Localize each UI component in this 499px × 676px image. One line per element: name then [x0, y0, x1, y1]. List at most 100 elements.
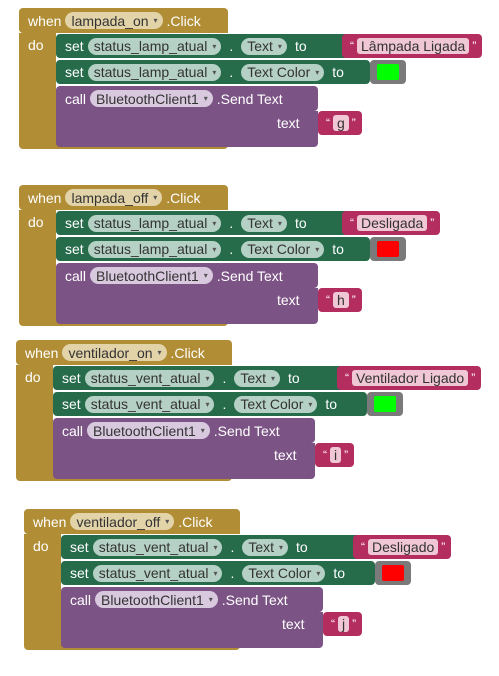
close-quote: ”	[430, 216, 435, 230]
color-block[interactable]	[375, 561, 411, 585]
set-keyword: set	[62, 370, 81, 386]
send-string-block[interactable]: “j”	[323, 612, 363, 636]
close-quote: ”	[472, 39, 477, 53]
text-param-label: text	[277, 115, 300, 131]
client-component-dropdown[interactable]: BluetoothClient1▾	[95, 591, 218, 608]
chevron-down-icon: ▾	[153, 193, 158, 202]
chevron-down-icon: ▾	[271, 373, 276, 383]
color-swatch[interactable]	[377, 64, 399, 80]
event-component-dropdown[interactable]: ventilador_off▾	[70, 513, 175, 530]
property-text-dropdown[interactable]: Text▾	[241, 214, 287, 232]
status-component-dropdown-label: status_vent_atual	[90, 396, 201, 412]
send-text-method: .Send Text	[213, 422, 280, 439]
text-value[interactable]: Desligada	[357, 215, 428, 231]
send-value[interactable]: g	[333, 115, 349, 131]
text-string-block[interactable]: “Lâmpada Ligada”	[342, 34, 483, 58]
property-text-dropdown-label: Text	[247, 215, 273, 231]
send-string-block[interactable]: “g”	[318, 111, 362, 135]
color-block[interactable]	[370, 60, 406, 84]
client-component-dropdown[interactable]: BluetoothClient1▾	[87, 422, 210, 439]
to-keyword: to	[296, 539, 308, 555]
call-keyword: call	[70, 591, 92, 608]
property-color-dropdown[interactable]: Text Color ▾	[242, 564, 326, 582]
chevron-down-icon: ▾	[157, 348, 162, 357]
property-text-dropdown[interactable]: Text▾	[242, 538, 289, 556]
property-text-dropdown[interactable]: Text▾	[241, 37, 287, 55]
property-text-dropdown-label: Text	[240, 370, 267, 386]
text-value[interactable]: Ventilador Ligado	[352, 370, 469, 386]
click-event-label: .Click	[166, 189, 201, 206]
send-value[interactable]: j	[338, 616, 350, 632]
send-string-block[interactable]: “h”	[318, 288, 362, 312]
event-component-dropdown[interactable]: lampada_on▾	[65, 12, 163, 29]
chevron-down-icon: ▾	[316, 568, 321, 578]
color-block[interactable]	[367, 392, 403, 416]
property-color-dropdown[interactable]: Text Color▾	[241, 63, 325, 81]
send-value[interactable]: h	[333, 292, 349, 308]
chevron-down-icon: ▾	[315, 67, 320, 77]
event-component-dropdown-label: lampada_off	[71, 189, 149, 206]
property-color-dropdown-label: Text Color	[240, 396, 304, 412]
chevron-down-icon: ▾	[200, 426, 205, 435]
chevron-down-icon: ▾	[308, 399, 313, 409]
event-component-dropdown[interactable]: ventilador_on ▾	[62, 344, 167, 361]
dot-label: .	[230, 539, 235, 555]
status-component-dropdown[interactable]: status_lamp_atual▾	[87, 240, 222, 258]
text-value[interactable]: Lâmpada Ligada	[357, 38, 470, 54]
text-string-block[interactable]: “Desligada”	[342, 211, 441, 235]
property-text-dropdown[interactable]: Text ▾	[234, 369, 281, 387]
status-component-dropdown[interactable]: status_vent_atual▾	[84, 369, 215, 387]
dot-label: .	[229, 38, 234, 54]
status-component-dropdown[interactable]: status_lamp_atual▾	[87, 214, 222, 232]
status-component-dropdown[interactable]: status_vent_atual▾	[92, 564, 223, 582]
chevron-down-icon: ▾	[212, 218, 217, 228]
call-body	[56, 288, 318, 313]
open-quote: “	[326, 116, 330, 130]
send-text-method: .Send Text	[221, 591, 288, 608]
color-block[interactable]	[370, 237, 406, 261]
status-component-dropdown[interactable]: status_vent_atual▾	[92, 538, 223, 556]
text-string-block[interactable]: “Desligado”	[353, 535, 452, 559]
send-value[interactable]: i	[330, 447, 342, 463]
send-string-block[interactable]: “i”	[315, 443, 355, 467]
client-component-dropdown-label: BluetoothClient1	[96, 90, 199, 107]
client-component-dropdown-label: BluetoothClient1	[101, 591, 204, 608]
text-string-block[interactable]: “Ventilador Ligado”	[337, 366, 482, 390]
text-param-label: text	[277, 292, 300, 308]
close-quote: ”	[352, 617, 357, 631]
open-quote: “	[350, 216, 354, 230]
property-color-dropdown[interactable]: Text Color ▾	[234, 395, 318, 413]
property-color-dropdown-label: Text Color	[248, 565, 312, 581]
event-component-dropdown[interactable]: lampada_off ▾	[65, 189, 163, 206]
do-keyword: do	[28, 214, 44, 230]
color-swatch[interactable]	[382, 565, 404, 581]
client-component-dropdown[interactable]: BluetoothClient1▾	[90, 267, 213, 284]
color-swatch[interactable]	[374, 396, 396, 412]
event-component-dropdown-label: ventilador_on	[68, 344, 153, 361]
do-keyword: do	[28, 37, 44, 53]
to-keyword: to	[332, 64, 344, 80]
status-component-dropdown[interactable]: status_vent_atual▾	[84, 395, 215, 413]
client-component-dropdown[interactable]: BluetoothClient1▾	[90, 90, 213, 107]
status-component-dropdown[interactable]: status_lamp_atual▾	[87, 63, 222, 81]
color-swatch[interactable]	[377, 241, 399, 257]
status-component-dropdown[interactable]: status_lamp_atual▾	[87, 37, 222, 55]
text-value[interactable]: Desligado	[368, 539, 439, 555]
property-color-dropdown[interactable]: Text Color▾	[241, 240, 325, 258]
